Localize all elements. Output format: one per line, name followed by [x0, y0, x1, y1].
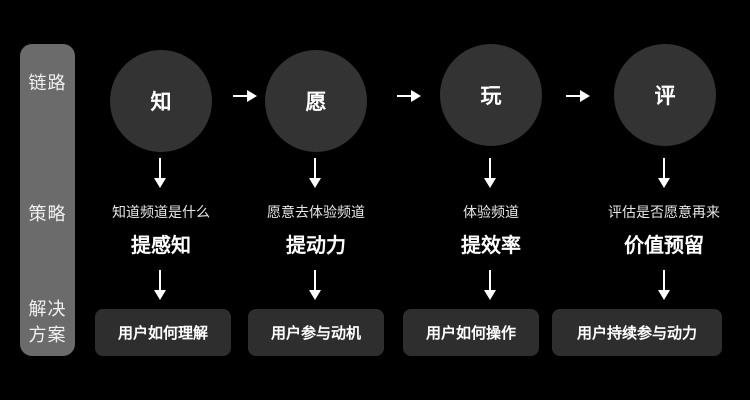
stage-strategy-4: 价值预留 [624, 233, 704, 257]
solution-box-1: 用户如何理解 [95, 309, 231, 356]
row-label-solution-2: 方案 [28, 325, 67, 346]
stage-subtitle-4: 评估是否愿意再来 [608, 205, 720, 221]
solution-box-3: 用户如何操作 [403, 309, 539, 356]
down-arrow-4b [658, 270, 670, 300]
right-arrow-2 [397, 90, 421, 102]
stage-node-1: 知 [110, 50, 212, 152]
down-arrow-1a [154, 158, 166, 188]
solution-box-2: 用户参与动机 [248, 309, 384, 356]
down-arrow-4a [658, 158, 670, 188]
stage-strategy-2: 提动力 [286, 233, 346, 257]
down-arrow-3a [484, 158, 496, 188]
stage-subtitle-3: 体验频道 [463, 205, 519, 221]
stage-subtitle-2: 愿意去体验频道 [267, 205, 365, 221]
right-arrow-1 [233, 90, 257, 102]
stage-strategy-3: 提效率 [461, 233, 521, 257]
stage-node-4: 评 [614, 44, 716, 146]
stage-node-2: 愿 [265, 50, 367, 152]
row-label-strategy: 策略 [28, 204, 67, 225]
stage-subtitle-1: 知道频道是什么 [112, 205, 210, 221]
stage-strategy-1: 提感知 [131, 233, 191, 257]
down-arrow-1b [154, 270, 166, 300]
row-label-solution-1: 解决 [28, 299, 67, 320]
right-arrow-3 [566, 90, 590, 102]
solution-box-4: 用户持续参与动力 [552, 309, 722, 356]
row-label-sidebar [20, 44, 75, 356]
stage-node-3: 玩 [440, 44, 542, 146]
down-arrow-2a [309, 158, 321, 188]
down-arrow-2b [309, 270, 321, 300]
down-arrow-3b [484, 270, 496, 300]
row-label-chain: 链路 [28, 73, 67, 94]
